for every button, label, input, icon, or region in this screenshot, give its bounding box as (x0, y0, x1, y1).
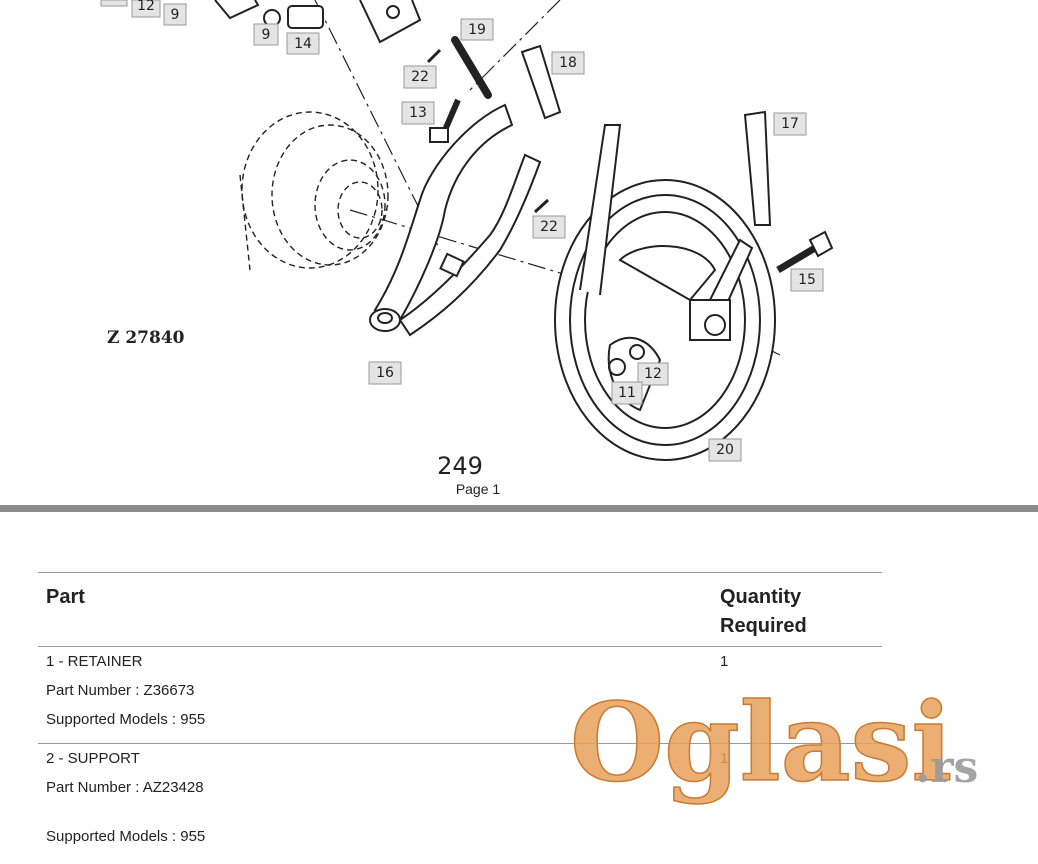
callout-20: 20 (708, 438, 742, 462)
header-quantity: Quantity Required (720, 583, 807, 641)
sheet-number: 249 (437, 452, 483, 480)
svg-text:15: 15 (798, 272, 816, 288)
callout-13: 13 (401, 101, 435, 125)
svg-text:19: 19 (468, 22, 486, 38)
table-row: 2 - SUPPORT Part Number : AZ23428 Suppor… (38, 744, 882, 864)
callout-12a: 12 (131, 0, 161, 18)
callout-15: 15 (790, 268, 824, 292)
table-header: Part Quantity Required (38, 572, 882, 647)
callout-16: 16 (368, 361, 402, 385)
callout-18: 18 (551, 51, 585, 75)
svg-text:13: 13 (409, 105, 427, 121)
row-spacer (46, 802, 882, 822)
quantity-value: 1 (720, 653, 729, 670)
svg-text:9: 9 (171, 7, 180, 23)
callout-9a: 9 (163, 3, 187, 26)
callout-19: 19 (460, 18, 494, 41)
parts-diagram: Z 27840 12 9 9 14 19 22 18 13 17 22 15 1… (100, 0, 834, 462)
svg-text:12: 12 (644, 366, 662, 382)
part-description: 2 - SUPPORT Part Number : AZ23428 Suppor… (38, 744, 882, 851)
svg-text:22: 22 (411, 69, 429, 85)
supported-models: Supported Models : 955 (46, 711, 206, 728)
callout-22b: 22 (532, 215, 566, 239)
watermark-suffix: .rs (915, 742, 978, 793)
svg-text:16: 16 (376, 365, 394, 381)
callout-11a (100, 0, 128, 7)
parts-table: Part Quantity Required 1 - RETAINER Part… (38, 572, 882, 864)
callout-17: 17 (773, 112, 807, 136)
part-name: 2 - SUPPORT (46, 750, 140, 767)
callout-14: 14 (286, 32, 320, 55)
callout-11b: 11 (611, 381, 643, 405)
svg-text:14: 14 (294, 36, 312, 52)
page-separator (0, 505, 1038, 512)
callout-12b: 12 (637, 362, 669, 386)
part-number: Part Number : Z36673 (46, 682, 195, 699)
svg-text:20: 20 (716, 442, 734, 458)
header-part: Part (46, 586, 85, 608)
svg-text:22: 22 (540, 219, 558, 235)
part-number: Part Number : AZ23428 (46, 779, 204, 796)
header-quantity-line2: Required (720, 615, 807, 637)
svg-text:12: 12 (137, 0, 155, 14)
quantity-value: 1 (720, 750, 729, 767)
supported-models: Supported Models : 955 (46, 828, 206, 845)
svg-text:11: 11 (618, 385, 636, 401)
part-description: 1 - RETAINER Part Number : Z36673 Suppor… (38, 647, 882, 734)
svg-text:18: 18 (559, 55, 577, 71)
callout-9b: 9 (253, 23, 279, 46)
header-quantity-line1: Quantity (720, 586, 802, 608)
svg-text:17: 17 (781, 116, 799, 132)
page-label: Page 1 (455, 481, 501, 497)
callout-22a: 22 (403, 65, 437, 89)
svg-text:9: 9 (262, 27, 271, 43)
part-name: 1 - RETAINER (46, 653, 143, 670)
table-row: 1 - RETAINER Part Number : Z36673 Suppor… (38, 647, 882, 744)
diagram-code: Z 27840 (107, 328, 185, 348)
